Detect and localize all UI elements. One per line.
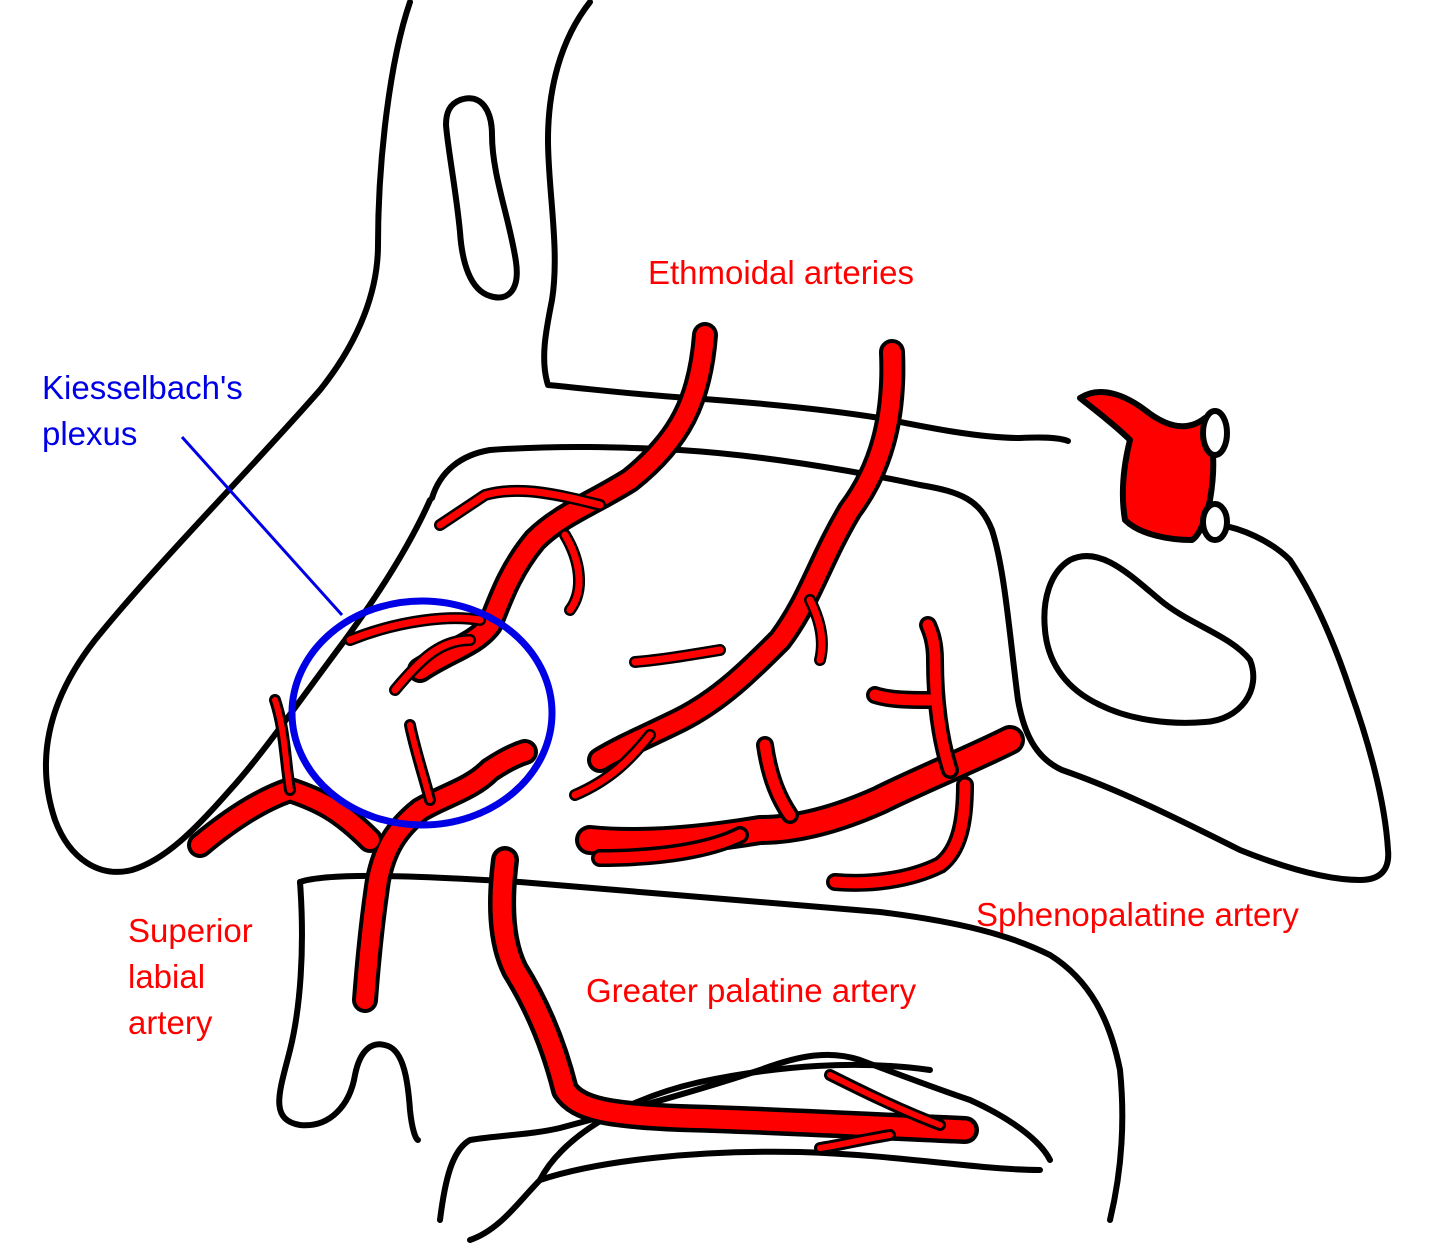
nostril-outline [279,882,418,1140]
frontal-sinus-outline [446,98,517,297]
sphenopalatine-branch-mid [875,695,930,700]
sphenoid-vessel [1080,392,1213,540]
nasal-bone-outline [544,2,1068,441]
ethmoidal-arteries-label: Ethmoidal arteries [648,250,914,296]
sphenopalatine-artery-label: Sphenopalatine artery [976,892,1299,938]
superior-labial-artery-label: Superior labial artery [128,908,253,1046]
anatomy-outlines [46,2,1388,1240]
sphenoid-vessel-opening-bottom [1203,504,1227,540]
sphenoid-sinus-outline [1044,556,1253,723]
kiesselbach-plexus-label: Kiesselbach's plexus [42,365,243,457]
soft-palate-outline [470,1152,1040,1240]
arteries [200,335,1227,1148]
greater-palatine-artery-label: Greater palatine artery [586,968,916,1014]
labial-branch-plexus [410,725,430,800]
sphenoid-vessel-opening-top [1203,411,1227,455]
sphenopalatine-branch-left [765,745,790,815]
kiesselbach-leader-line [182,437,342,615]
